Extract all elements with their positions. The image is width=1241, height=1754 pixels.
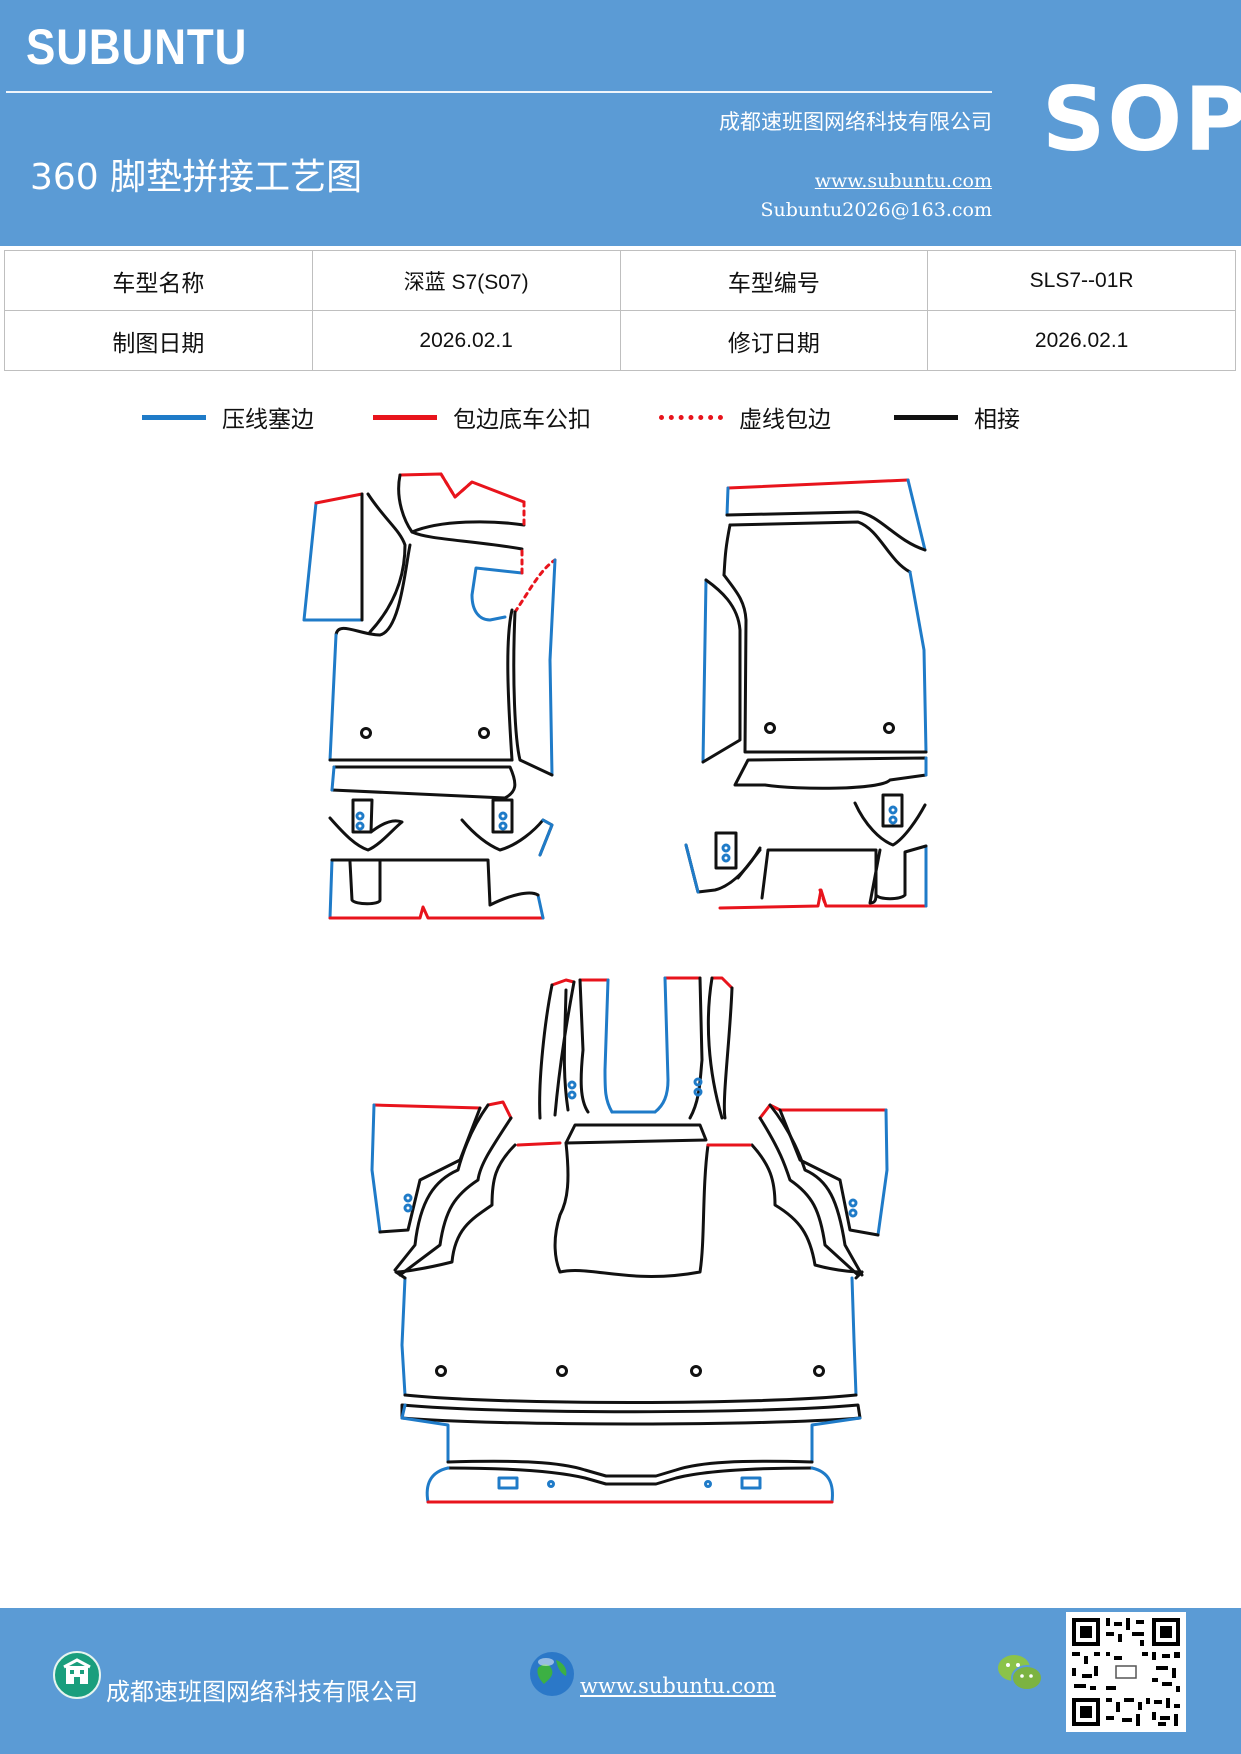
header-divider [6, 91, 992, 93]
qr-code [1066, 1612, 1186, 1732]
legend-label: 虚线包边 [739, 407, 831, 433]
legend-label: 压线塞边 [222, 407, 314, 433]
header-company: 成都速班图网络科技有限公司 [719, 110, 992, 134]
wechat-icon [998, 1655, 1043, 1691]
floor-mat-diagram [302, 472, 928, 1504]
building-icon [53, 1651, 101, 1699]
globe-icon [530, 1652, 574, 1696]
legend-swatch [659, 414, 723, 420]
legend-item-blue: 压线塞边 [142, 400, 314, 434]
draw-date-value: 2026.02.1 [311, 310, 621, 371]
revise-date-value: 2026.02.1 [927, 310, 1236, 371]
legend-swatch [373, 414, 437, 420]
brand-logo: SUBUNTU [26, 19, 248, 75]
revise-date-label: 修订日期 [619, 310, 929, 371]
passenger-front-mat [684, 478, 928, 910]
legend-label: 相接 [974, 407, 1020, 433]
table-row: 车型名称 深蓝 S7(S07) 车型编号 SLS7--01R [4, 250, 1236, 311]
legend-swatch [894, 414, 958, 420]
header-website-link[interactable]: www.subuntu.com [814, 170, 992, 192]
legend-item-black: 相接 [894, 400, 1020, 434]
legend: 压线塞边 包边底车公扣 虚线包边 相接 [0, 400, 1241, 440]
vehicle-info-table: 车型名称 深蓝 S7(S07) 车型编号 SLS7--01R 制图日期 2026… [4, 250, 1236, 371]
legend-label: 包边底车公扣 [453, 407, 591, 433]
rear-mat [370, 976, 889, 1504]
footer-website-link[interactable]: www.subuntu.com [580, 1674, 776, 1698]
model-code-value: SLS7--01R [927, 250, 1236, 311]
sop-badge: SOP [1042, 68, 1241, 171]
model-name-label: 车型名称 [4, 250, 313, 311]
header-banner [0, 0, 1241, 246]
draw-date-label: 制图日期 [4, 310, 313, 371]
legend-item-red-dotted: 虚线包边 [659, 400, 831, 434]
table-row: 制图日期 2026.02.1 修订日期 2026.02.1 [4, 310, 1236, 371]
model-name-value: 深蓝 S7(S07) [311, 250, 621, 311]
driver-front-mat [302, 472, 557, 920]
header-email: Subuntu2026@163.com [760, 199, 992, 221]
model-code-label: 车型编号 [619, 250, 929, 311]
legend-item-red: 包边底车公扣 [373, 400, 591, 434]
legend-swatch [142, 414, 206, 420]
page-title: 360 脚垫拼接工艺图 [30, 157, 363, 198]
footer-company: 成都速班图网络科技有限公司 [106, 1678, 418, 1706]
